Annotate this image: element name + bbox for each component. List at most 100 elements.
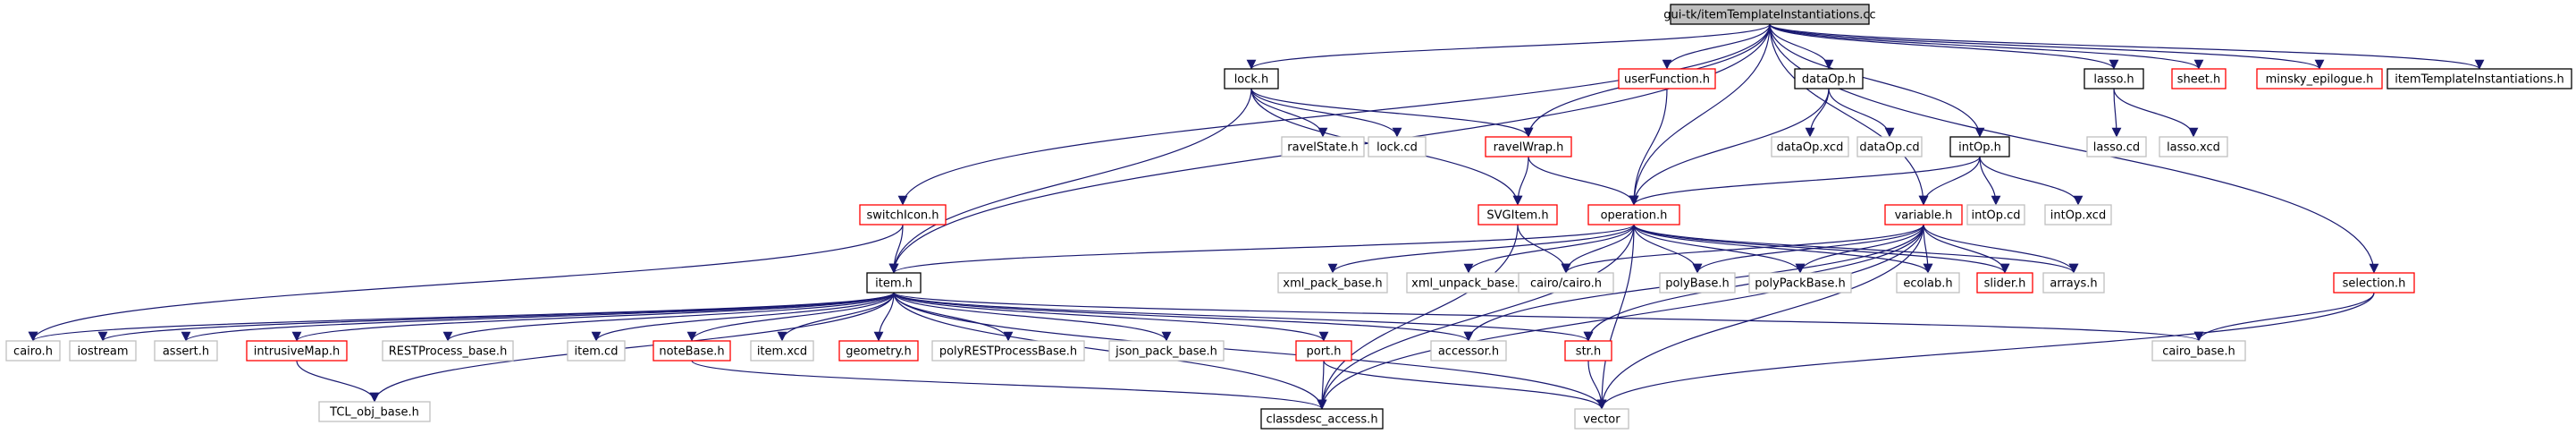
node-itemTemplateInstantiations-h[interactable]: itemTemplateInstantiations.h <box>2387 68 2572 89</box>
node-box <box>5 340 61 362</box>
edge-item_h-to-geometry_h <box>873 292 895 342</box>
edge-operation_h-to-arrays_h <box>1633 224 2079 274</box>
node-box <box>1976 272 2033 294</box>
node-label: polyRESTProcessBase.h <box>939 345 1077 359</box>
node-iostream: iostream <box>69 340 137 362</box>
node-label: intOp.xcd <box>2050 209 2106 223</box>
node-box <box>1966 204 2025 226</box>
node-json-pack-base-h: json_pack_base.h <box>1108 340 1225 362</box>
node-selection-h[interactable]: selection.h <box>2333 272 2415 294</box>
edge-port_h-to-classdesc_access_h <box>1317 360 1327 410</box>
node-item-cd: item.cd <box>567 340 626 362</box>
node-lasso-xcd: lasso.xcd <box>2159 136 2228 157</box>
node-box <box>2086 136 2147 157</box>
node-label: sheet.h <box>2177 73 2220 87</box>
node-box <box>866 272 922 294</box>
edge-intOp_h-to-operation_h <box>1629 156 1981 206</box>
node-box <box>2084 68 2144 89</box>
node-userFunction-h[interactable]: userFunction.h <box>1618 68 1716 89</box>
node-box <box>1518 272 1614 294</box>
node-accessor-h: accessor.h <box>1430 340 1507 362</box>
edge-lock_h-to-ravelWrap_h <box>1250 88 1534 138</box>
node-intrusiveMap-h[interactable]: intrusiveMap.h <box>246 340 348 362</box>
edge-operation_h-to-slider_h <box>1633 224 2010 274</box>
edge-root-to-sheet_h <box>1769 23 2204 70</box>
node-item-h[interactable]: item.h <box>866 272 922 294</box>
edge-root-to-variable_h <box>1769 23 1929 206</box>
node-box <box>1295 340 1352 362</box>
edge-selection_h-to-cairo_base_h <box>2193 292 2375 342</box>
node-assert-h: assert.h <box>154 340 218 362</box>
node-polyBase-h: polyBase.h <box>1659 272 1736 294</box>
node-lasso-h[interactable]: lasso.h <box>2084 68 2144 89</box>
edge-item_h-to-item_cd <box>591 292 895 342</box>
node-intOp-xcd: intOp.xcd <box>2044 204 2112 226</box>
edge-root-to-itemTemplateInstantiations_h <box>1769 23 2485 70</box>
node-label: noteBase.h <box>659 345 724 359</box>
node-xml-pack-base-h: xml_pack_base.h <box>1277 272 1388 294</box>
node-box <box>1748 272 1852 294</box>
node-box <box>1108 340 1225 362</box>
edge-operation_h-to-xml_unpack_base_h <box>1463 224 1635 274</box>
node-SVGItem-h[interactable]: SVGItem.h <box>1477 204 1558 226</box>
node-label: variable.h <box>1895 209 1953 223</box>
node-label: vector <box>1583 413 1621 427</box>
node-classdesc-access-h[interactable]: classdesc_access.h <box>1260 408 1384 430</box>
node-port-h[interactable]: port.h <box>1295 340 1352 362</box>
node-label: ravelState.h <box>1287 141 1358 155</box>
node-label: item.cd <box>575 345 619 359</box>
node-minsky-epilogue-h[interactable]: minsky_epilogue.h <box>2256 68 2383 89</box>
edge-item_h-to-port_h <box>893 292 1329 342</box>
node-box <box>2387 68 2572 89</box>
edge-item_h-to-vector <box>893 292 1607 410</box>
node-label: lasso.cd <box>2093 141 2140 155</box>
edge-noteBase_h-to-classdesc_access_h <box>691 360 1327 410</box>
edge-userFunction_h-to-operation_h <box>1629 88 1668 206</box>
node-label: lasso.h <box>2093 73 2134 87</box>
edge-root-to-userFunction_h <box>1662 23 1771 70</box>
node-box <box>1659 272 1736 294</box>
edge-item_h-to-json_pack_base_h <box>893 292 1172 342</box>
node-label: intrusiveMap.h <box>254 345 340 359</box>
node-label: polyBase.h <box>1665 277 1730 291</box>
node-polyPackBase-h: polyPackBase.h <box>1748 272 1852 294</box>
node-label: cairo.h <box>13 345 53 359</box>
edge-operation_h-to-polyPackBase_h <box>1633 224 1806 274</box>
edge-str_h-to-vector <box>1587 360 1607 410</box>
node-box <box>2256 68 2383 89</box>
edge-SVGItem_h-to-classdesc_access_h <box>1317 224 1519 410</box>
node-label: lock.h <box>1234 73 1269 87</box>
node-box <box>1587 204 1680 226</box>
node-box <box>69 340 137 362</box>
node-str-h[interactable]: str.h <box>1564 340 1612 362</box>
node-label: str.h <box>1576 345 1601 359</box>
node-sheet-h[interactable]: sheet.h <box>2171 68 2227 89</box>
edge-variable_h-to-arrays_h <box>1923 224 2079 274</box>
node-ravelWrap-h[interactable]: ravelWrap.h <box>1485 136 1572 157</box>
edge-item_h-to-noteBase_h <box>686 292 895 342</box>
edge-item_h-to-accessor_h <box>893 292 1474 342</box>
edge-intrusiveMap_h-to-TCL_obj_base_h <box>296 360 380 403</box>
node-label: iostream <box>77 345 128 359</box>
edge-root-to-lasso_h <box>1769 23 2119 70</box>
node-slider-h[interactable]: slider.h <box>1976 272 2033 294</box>
node-label: cairo/cairo.h <box>1530 277 1602 291</box>
edge-lock_h-to-item_h <box>888 88 1252 274</box>
edge-item_h-to-str_h <box>893 292 1594 342</box>
node-operation-h[interactable]: operation.h <box>1587 204 1680 226</box>
node-box <box>1564 340 1612 362</box>
node-dataOp-h[interactable]: dataOp.h <box>1794 68 1864 89</box>
edge-item_h-to-item_xcd <box>777 292 895 342</box>
edge-variable_h-to-vector <box>1596 224 1924 410</box>
node-lock-h[interactable]: lock.h <box>1224 68 1279 89</box>
node-noteBase-h[interactable]: noteBase.h <box>652 340 731 362</box>
node-box <box>1670 4 1870 25</box>
node-switchIcon-h[interactable]: switchIcon.h <box>859 204 947 226</box>
edge-operation_h-to-xml_pack_base_h <box>1327 224 1635 274</box>
node-box <box>1224 68 1279 89</box>
node-box <box>1277 272 1388 294</box>
node-variable-h[interactable]: variable.h <box>1884 204 1963 226</box>
node-intOp-h[interactable]: intOp.h <box>1949 136 2010 157</box>
node-box <box>1794 68 1864 89</box>
node-geometry-h[interactable]: geometry.h <box>838 340 919 362</box>
